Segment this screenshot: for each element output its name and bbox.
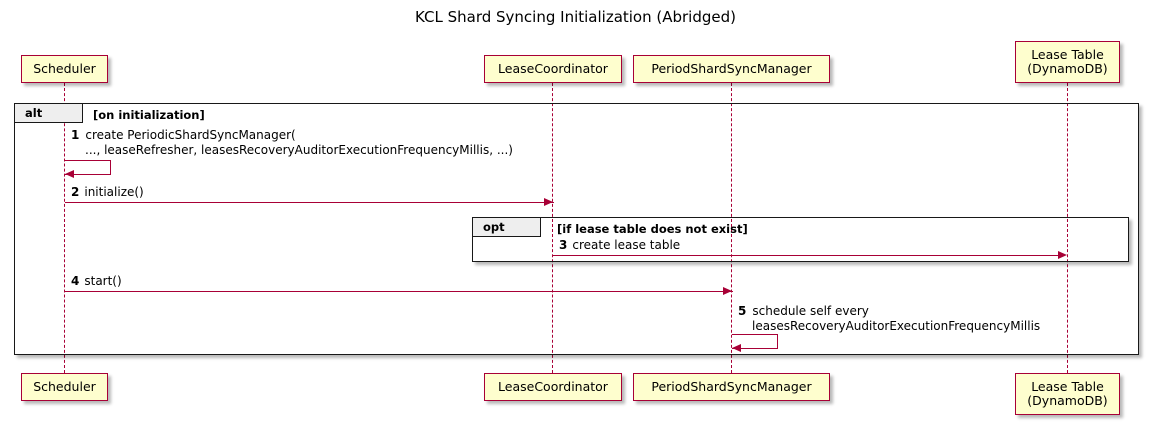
message-3-arrow-head-icon xyxy=(1058,251,1067,259)
participant-label: LeaseCoordinator xyxy=(498,61,608,76)
message-2-label: 2 initialize() xyxy=(71,185,144,199)
lifeline-lease-table xyxy=(1067,83,1068,373)
participant-label: Lease Table xyxy=(1031,379,1104,394)
message-2-arrow-head-icon xyxy=(544,198,553,206)
alt-frame-kind: alt xyxy=(25,106,43,120)
message-5-text-line1: schedule self every xyxy=(752,304,869,318)
participant-label: PeriodShardSyncManager xyxy=(651,61,812,76)
message-4-arrow-line xyxy=(65,291,733,292)
message-2-number: 2 xyxy=(71,185,80,199)
message-1-text-line1: create PeriodicShardSyncManager( xyxy=(85,128,296,142)
participant-label: LeaseCoordinator xyxy=(498,379,608,394)
participant-sublabel: (DynamoDB) xyxy=(1027,61,1108,76)
message-3-arrow-line xyxy=(553,255,1058,256)
opt-frame-tab: opt xyxy=(473,218,541,237)
message-3-text: create lease table xyxy=(572,238,681,252)
participant-lease-table-top[interactable]: Lease Table (DynamoDB) xyxy=(1015,41,1120,83)
message-3-number: 3 xyxy=(559,238,568,252)
lifeline-lease-coordinator xyxy=(552,83,553,373)
lifeline-period-shard-sync-manager xyxy=(731,83,732,373)
message-3-label: 3 create lease table xyxy=(559,238,680,252)
opt-frame-kind: opt xyxy=(483,220,505,234)
participant-lease-coordinator-bottom[interactable]: LeaseCoordinator xyxy=(484,373,622,401)
participant-label: Scheduler xyxy=(33,61,96,76)
message-4-number: 4 xyxy=(71,274,80,288)
opt-frame-guard: [if lease table does not exist] xyxy=(557,222,748,236)
message-4-label: 4 start() xyxy=(71,274,122,288)
participant-scheduler-top[interactable]: Scheduler xyxy=(21,55,108,83)
message-1-label: 1 create PeriodicShardSyncManager( ..., l… xyxy=(71,128,513,158)
page-title: KCL Shard Syncing Initialization (Abridg… xyxy=(415,8,736,26)
participant-period-shard-sync-manager-bottom[interactable]: PeriodShardSyncManager xyxy=(633,373,830,401)
participant-scheduler-bottom[interactable]: Scheduler xyxy=(21,373,108,401)
alt-frame-tab: alt xyxy=(15,104,83,123)
message-5-text-line2: leasesRecoveryAuditorExecutionFrequencyM… xyxy=(752,319,1041,333)
message-5-label: 5 schedule self every leasesRecoveryAudit… xyxy=(738,304,1040,334)
participant-label: PeriodShardSyncManager xyxy=(651,379,812,394)
message-4-arrow-head-icon xyxy=(723,287,732,295)
participant-lease-coordinator-top[interactable]: LeaseCoordinator xyxy=(484,55,622,83)
message-5-arrow-head-icon xyxy=(732,344,741,352)
message-5-number: 5 xyxy=(738,304,747,318)
message-1-arrow-head-icon xyxy=(65,170,74,178)
lifeline-scheduler xyxy=(64,83,65,373)
alt-frame: alt xyxy=(14,103,1139,355)
participant-sublabel: (DynamoDB) xyxy=(1027,393,1108,408)
alt-frame-guard: [on initialization] xyxy=(93,108,205,122)
message-1-number: 1 xyxy=(71,128,80,142)
participant-period-shard-sync-manager-top[interactable]: PeriodShardSyncManager xyxy=(633,55,830,83)
participant-lease-table-bottom[interactable]: Lease Table (DynamoDB) xyxy=(1015,373,1120,415)
message-5-self-loop xyxy=(732,334,778,349)
message-1-text-line2: ..., leaseRefresher, leasesRecoveryAudit… xyxy=(85,143,513,157)
message-2-text: initialize() xyxy=(84,185,144,199)
message-2-arrow-line xyxy=(65,202,554,203)
participant-label: Scheduler xyxy=(33,379,96,394)
message-4-text: start() xyxy=(84,274,122,288)
opt-frame: opt xyxy=(472,217,1129,262)
message-1-self-loop xyxy=(65,160,111,175)
participant-label: Lease Table xyxy=(1031,47,1104,62)
